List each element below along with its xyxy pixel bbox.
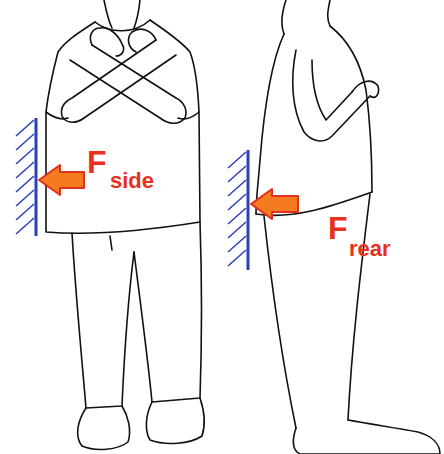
- force-subscript: side: [110, 170, 154, 192]
- force-symbol: F: [328, 212, 348, 244]
- person-side: [256, 0, 440, 454]
- person-front: [46, 0, 204, 449]
- force-arrow: [251, 189, 298, 219]
- wall: [16, 118, 36, 236]
- wall: [228, 150, 248, 270]
- force-subscript: rear: [349, 238, 391, 260]
- force-arrow: [39, 165, 84, 195]
- force-symbol: F: [87, 146, 107, 178]
